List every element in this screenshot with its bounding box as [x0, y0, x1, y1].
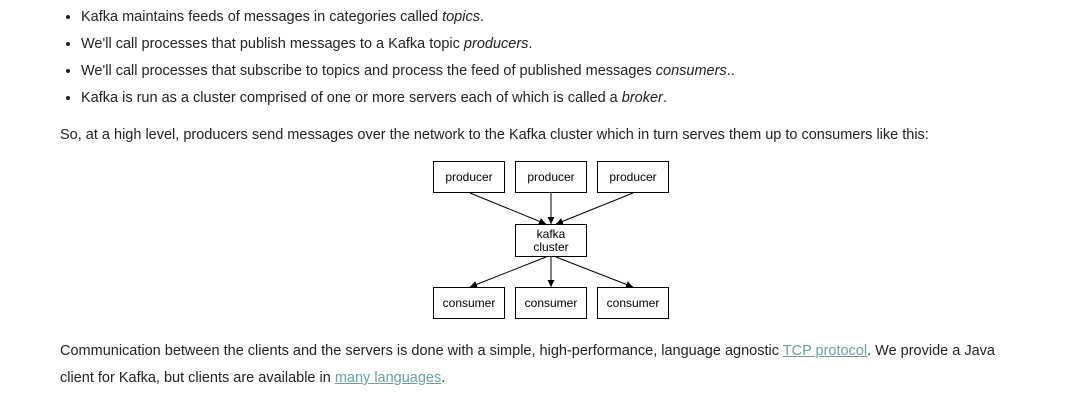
consumer-box-1: consumer [433, 287, 505, 319]
producer-box-2: producer [515, 161, 587, 193]
intro-paragraph: So, at a high level, producers send mess… [60, 127, 929, 143]
closing-text-4: . [441, 370, 446, 386]
cluster-label-line2: cluster [533, 239, 569, 254]
bullet-term: broker [621, 90, 663, 106]
bullet-term: topics [442, 9, 480, 25]
bullet-broker: Kafka is run as a cluster comprised of o… [81, 85, 735, 112]
arrow-producer3-cluster [555, 192, 634, 225]
closing-text-3: client for Kafka, but clients are availa… [60, 370, 335, 386]
bullet-term: producers [463, 36, 529, 52]
bullet-consumers: We'll call processes that subscribe to t… [81, 58, 735, 85]
consumer-box-2: consumer [515, 287, 587, 319]
bullet-list: Kafka maintains feeds of messages in cat… [60, 4, 735, 112]
bullet-text: Kafka maintains feeds of messages in cat… [81, 9, 443, 25]
bullet-tail: . [528, 36, 533, 52]
bullet-text: Kafka is run as a cluster comprised of o… [81, 90, 622, 106]
bullet-term: consumers [655, 63, 727, 79]
closing-text-1: Communication between the clients and th… [60, 343, 783, 359]
arrow-producer1-cluster [469, 192, 547, 225]
bullet-text: We'll call processes that subscribe to t… [81, 63, 656, 79]
producer-box-1: producer [433, 161, 505, 193]
bullet-tail: . [662, 90, 667, 106]
kafka-cluster-box: kafka cluster [515, 224, 587, 257]
closing-text-2: . We provide a Java [867, 343, 995, 359]
many-languages-link[interactable]: many languages [334, 370, 442, 386]
closing-paragraph: Communication between the clients and th… [60, 338, 995, 392]
bullet-producers: We'll call processes that publish messag… [81, 31, 735, 58]
arrow-cluster-consumer3 [555, 256, 634, 288]
bullet-tail: . [479, 9, 485, 25]
bullet-text: We'll call processes that publish messag… [81, 36, 464, 52]
bullet-tail: .. [726, 63, 735, 79]
bullet-topics: Kafka maintains feeds of messages in cat… [81, 4, 735, 31]
cluster-label-line1: kafka [536, 226, 566, 241]
tcp-protocol-link[interactable]: TCP protocol [782, 343, 868, 359]
arrow-cluster-consumer1 [469, 256, 547, 288]
consumer-box-3: consumer [597, 287, 669, 319]
producer-box-3: producer [597, 161, 669, 193]
